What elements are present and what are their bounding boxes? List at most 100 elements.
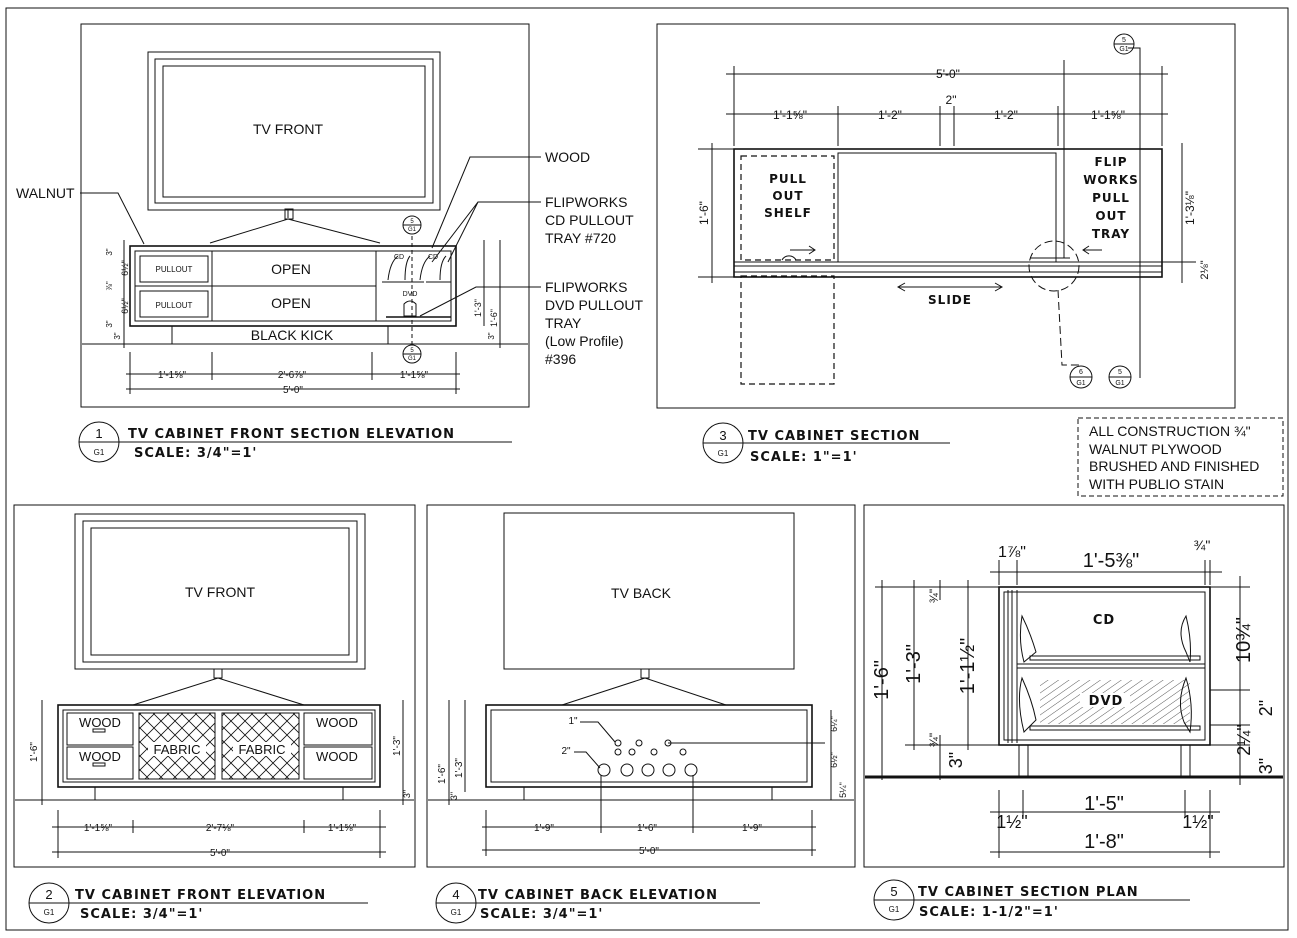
view3-flip-line2: WORKS <box>1083 173 1139 187</box>
sheet-border <box>5 7 1289 931</box>
view3-dim-h2: 1'-3⅛" <box>1183 191 1197 225</box>
view5-dim-kick-right: 3" <box>1256 758 1276 774</box>
view1-cut-num-bottom: 5 <box>410 348 414 354</box>
note-line3: BRUSHED AND FINISHED <box>1089 458 1259 474</box>
view1-title: TV CABINET FRONT SECTION ELEVATION <box>128 427 455 442</box>
view1-tv-label: TV FRONT <box>253 121 323 137</box>
view1-title-sheet: G1 <box>94 448 105 457</box>
view5-dim-lower2: 2" <box>1256 700 1276 716</box>
view4-dim-r2: 6½" <box>829 752 839 768</box>
view5-dim-kick: 3" <box>946 752 966 768</box>
view1-title-num: 1 <box>95 426 102 441</box>
view1-frame <box>80 23 530 408</box>
view1-cd-tray-line3: TRAY #720 <box>545 230 616 246</box>
view4-cable-holes <box>597 739 698 777</box>
view5-dim-bot-left: 1½" <box>996 812 1027 832</box>
view5-frame <box>863 504 1285 868</box>
view1-dim-left: 1'-1⅝" <box>158 370 187 381</box>
view3-arrow-left <box>1082 245 1102 255</box>
view1-dvd-tray-line4: (Low Profile) <box>545 333 624 349</box>
view3-title: TV CABINET SECTION <box>748 429 920 444</box>
view4-dim-mid: 1'-6" <box>637 823 657 834</box>
view5-dim-bot-right: 1½" <box>1182 812 1213 832</box>
view1-dvd-tray-line5: #396 <box>545 351 576 367</box>
view3-flip-line1: FLIP <box>1094 155 1127 169</box>
view2-dim-left: 1'-1⅝" <box>84 823 113 834</box>
view4-title: TV CABINET BACK ELEVATION <box>478 888 718 903</box>
view4-scale: SCALE: 3/4"=1' <box>480 907 603 922</box>
view3-flip-line5: TRAY <box>1092 227 1130 241</box>
view5-dim-h2: 1'-3" <box>903 644 925 684</box>
view2-dim-h: 1'-6" <box>29 742 40 762</box>
view-cabinet-section: PULL OUT SHELF FLIP WORKS PULL OUT TRAY … <box>656 23 1236 465</box>
view2-dim-right: 1'-1⅝" <box>328 823 357 834</box>
view3-pull-out-shelf <box>740 155 835 261</box>
view2-tv-label: TV FRONT <box>185 584 255 600</box>
view3-cabinet <box>733 148 1163 278</box>
view4-tv-label: TV BACK <box>611 585 672 601</box>
view1-dim-h2: 1'-6" <box>489 309 499 327</box>
view3-slide-arrow <box>896 282 1004 292</box>
view5-dim-upper: 10¾" <box>1233 617 1255 663</box>
view3-flip-line4: OUT <box>1095 209 1126 223</box>
view-section-plan: CD DVD 1⅞" 1'-5⅜" ¾" 1'-6" 1'-3" 1'-1½" … <box>863 504 1285 921</box>
view4-frame <box>426 504 856 868</box>
view3-title-num: 3 <box>719 428 726 443</box>
view4-title-sheet: G1 <box>451 908 462 917</box>
view1-dim-h1: 1'-3" <box>473 299 483 317</box>
view1-walnut-label: WALNUT <box>16 185 75 201</box>
view1-dim-bottom: 3" <box>105 320 114 327</box>
view3-scale: SCALE: 1"=1' <box>750 450 858 465</box>
view-back-elevation: TV BACK 1" 2" 1'-9" 1'-6" <box>426 504 856 924</box>
view4-dim-right: 1'-9" <box>742 823 762 834</box>
view1-cut-num-top: 5 <box>410 219 414 225</box>
view5-scale: SCALE: 1-1/2"=1' <box>919 905 1059 920</box>
view3-pull-line2: OUT <box>772 189 803 203</box>
view1-dim-r2: 6½" <box>120 298 130 314</box>
view1-wood-label: WOOD <box>545 149 590 165</box>
view3-pull-line1: PULL <box>769 172 807 186</box>
view1-open-top: OPEN <box>271 261 311 277</box>
view-front-elevation: TV FRONT WOOD WOOD WOOD WOOD FABRIC FABR… <box>13 504 416 924</box>
view3-callout-top-sheet: G1 <box>1119 46 1128 53</box>
view2-dim-h2: 1'-3" <box>392 736 403 756</box>
view2-dim-mid: 2'-7⅛" <box>206 823 235 834</box>
view2-wood-1: WOOD <box>79 715 121 730</box>
view1-dim-top: 3" <box>105 248 114 255</box>
view2-dim-overall: 5'-0" <box>210 848 230 859</box>
view4-dim-left: 1'-9" <box>534 823 554 834</box>
view5-dim-top-left: 1⅞" <box>998 544 1026 561</box>
view-front-section-elevation: TV FRONT PULLOUT PULLOUT OPEN OPEN BLACK… <box>16 23 643 463</box>
view2-tv-stand <box>132 677 305 706</box>
view2-title: TV CABINET FRONT ELEVATION <box>75 888 326 903</box>
view1-dvd-label: DVD <box>403 291 418 298</box>
view1-dim-mid: 2'-6⅞" <box>278 370 307 381</box>
view1-pullout-bottom: PULLOUT <box>156 301 193 310</box>
view3-dim-overall: 5'-0" <box>936 67 960 81</box>
construction-note: ALL CONSTRUCTION ¾" WALNUT PLYWOOD BRUSH… <box>1077 417 1284 497</box>
view3-arrow-right <box>790 245 816 255</box>
view3-dim-d3: 2" <box>946 93 957 107</box>
view3-dim-h3: 2⅛" <box>1199 260 1211 279</box>
view5-dim-h3: 1'-1½" <box>957 638 979 695</box>
view3-dim-d5: 1'-1⅝" <box>1091 108 1125 122</box>
view1-cd-label-1: CD <box>394 254 404 261</box>
view4-dim-overall: 5'-0" <box>639 846 659 857</box>
view3-flip-line3: PULL <box>1092 191 1130 205</box>
view1-cd-tray-line2: CD PULLOUT <box>545 212 634 228</box>
view1-dim-r1: 6½" <box>120 260 130 276</box>
view1-dim-overall: 5'-0" <box>283 385 303 396</box>
note-line4: WITH PUBLIO STAIN <box>1089 476 1224 492</box>
view1-cut-sheet-bottom: G1 <box>408 356 417 362</box>
view1-tv-outer <box>147 51 441 211</box>
view2-wood-3: WOOD <box>316 715 358 730</box>
view3-title-sheet: G1 <box>718 449 729 458</box>
view3-pull-line3: SHELF <box>764 206 812 220</box>
view2-scale: SCALE: 3/4"=1' <box>80 907 203 922</box>
view4-dim-r1: 6¼" <box>829 716 839 732</box>
view5-dim-bot-mid: 1'-5" <box>1084 793 1124 815</box>
view3-dim-d1: 1'-1⅝" <box>773 108 807 122</box>
view4-cabinet <box>485 704 813 788</box>
view3-callout-top-num: 5 <box>1122 37 1126 44</box>
